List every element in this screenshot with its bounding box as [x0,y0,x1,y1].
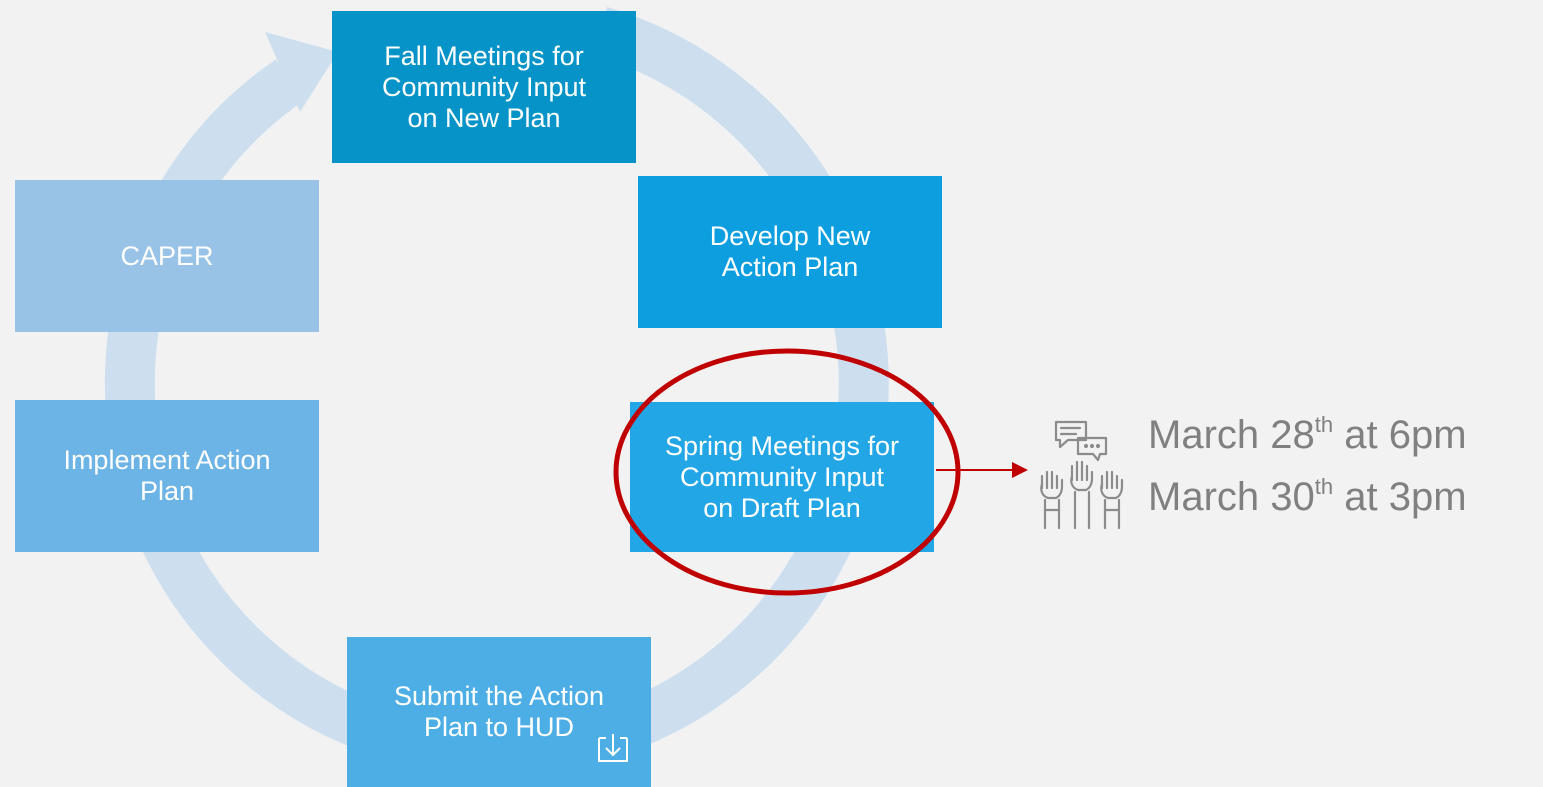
step-caper: CAPER [15,180,319,332]
download-icon [598,734,628,762]
step-submit-line-1: Submit the Action [393,681,605,711]
meeting-date-1-ordinal: th [1314,412,1334,437]
step-spring-line-2: Community Input [679,461,885,492]
meeting-date-2-prefix: March 30 [1148,475,1315,519]
cycle-ring-arrowhead [265,32,338,112]
raised-hands-speech-bubbles-icon [1040,420,1124,530]
step-develop-action-plan: Develop New Action Plan [638,176,942,328]
step-implement-line-1: Implement Action [63,445,271,475]
meeting-date-1-prefix: March 28 [1148,413,1315,457]
step-fall-line-2: Community Input [381,71,587,102]
step-caper-line-1: CAPER [120,240,214,271]
meeting-date-2-ordinal: th [1314,474,1334,499]
step-submit-to-hud: Submit the Action Plan to HUD [347,637,651,787]
meeting-date-1: March 28th at 6pm [1148,412,1467,458]
meeting-date-2-suffix: at 3pm [1333,475,1467,519]
step-spring-meetings: Spring Meetings for Community Input on D… [630,402,934,552]
step-fall-line-3: on New Plan [407,102,561,133]
step-submit-line-2: Plan to HUD [423,712,575,742]
step-implement-action-plan: Implement Action Plan [15,400,319,552]
step-fall-line-1: Fall Meetings for [384,40,584,71]
meeting-date-1-suffix: at 6pm [1333,413,1467,457]
meeting-date-2: March 30th at 3pm [1148,474,1467,520]
step-fall-meetings: Fall Meetings for Community Input on New… [332,11,636,163]
step-spring-line-3: on Draft Plan [703,492,861,523]
step-develop-line-1: Develop New [709,221,871,251]
step-implement-line-2: Plan [139,476,195,506]
step-spring-line-1: Spring Meetings for [664,430,900,461]
step-develop-line-2: Action Plan [721,252,859,282]
